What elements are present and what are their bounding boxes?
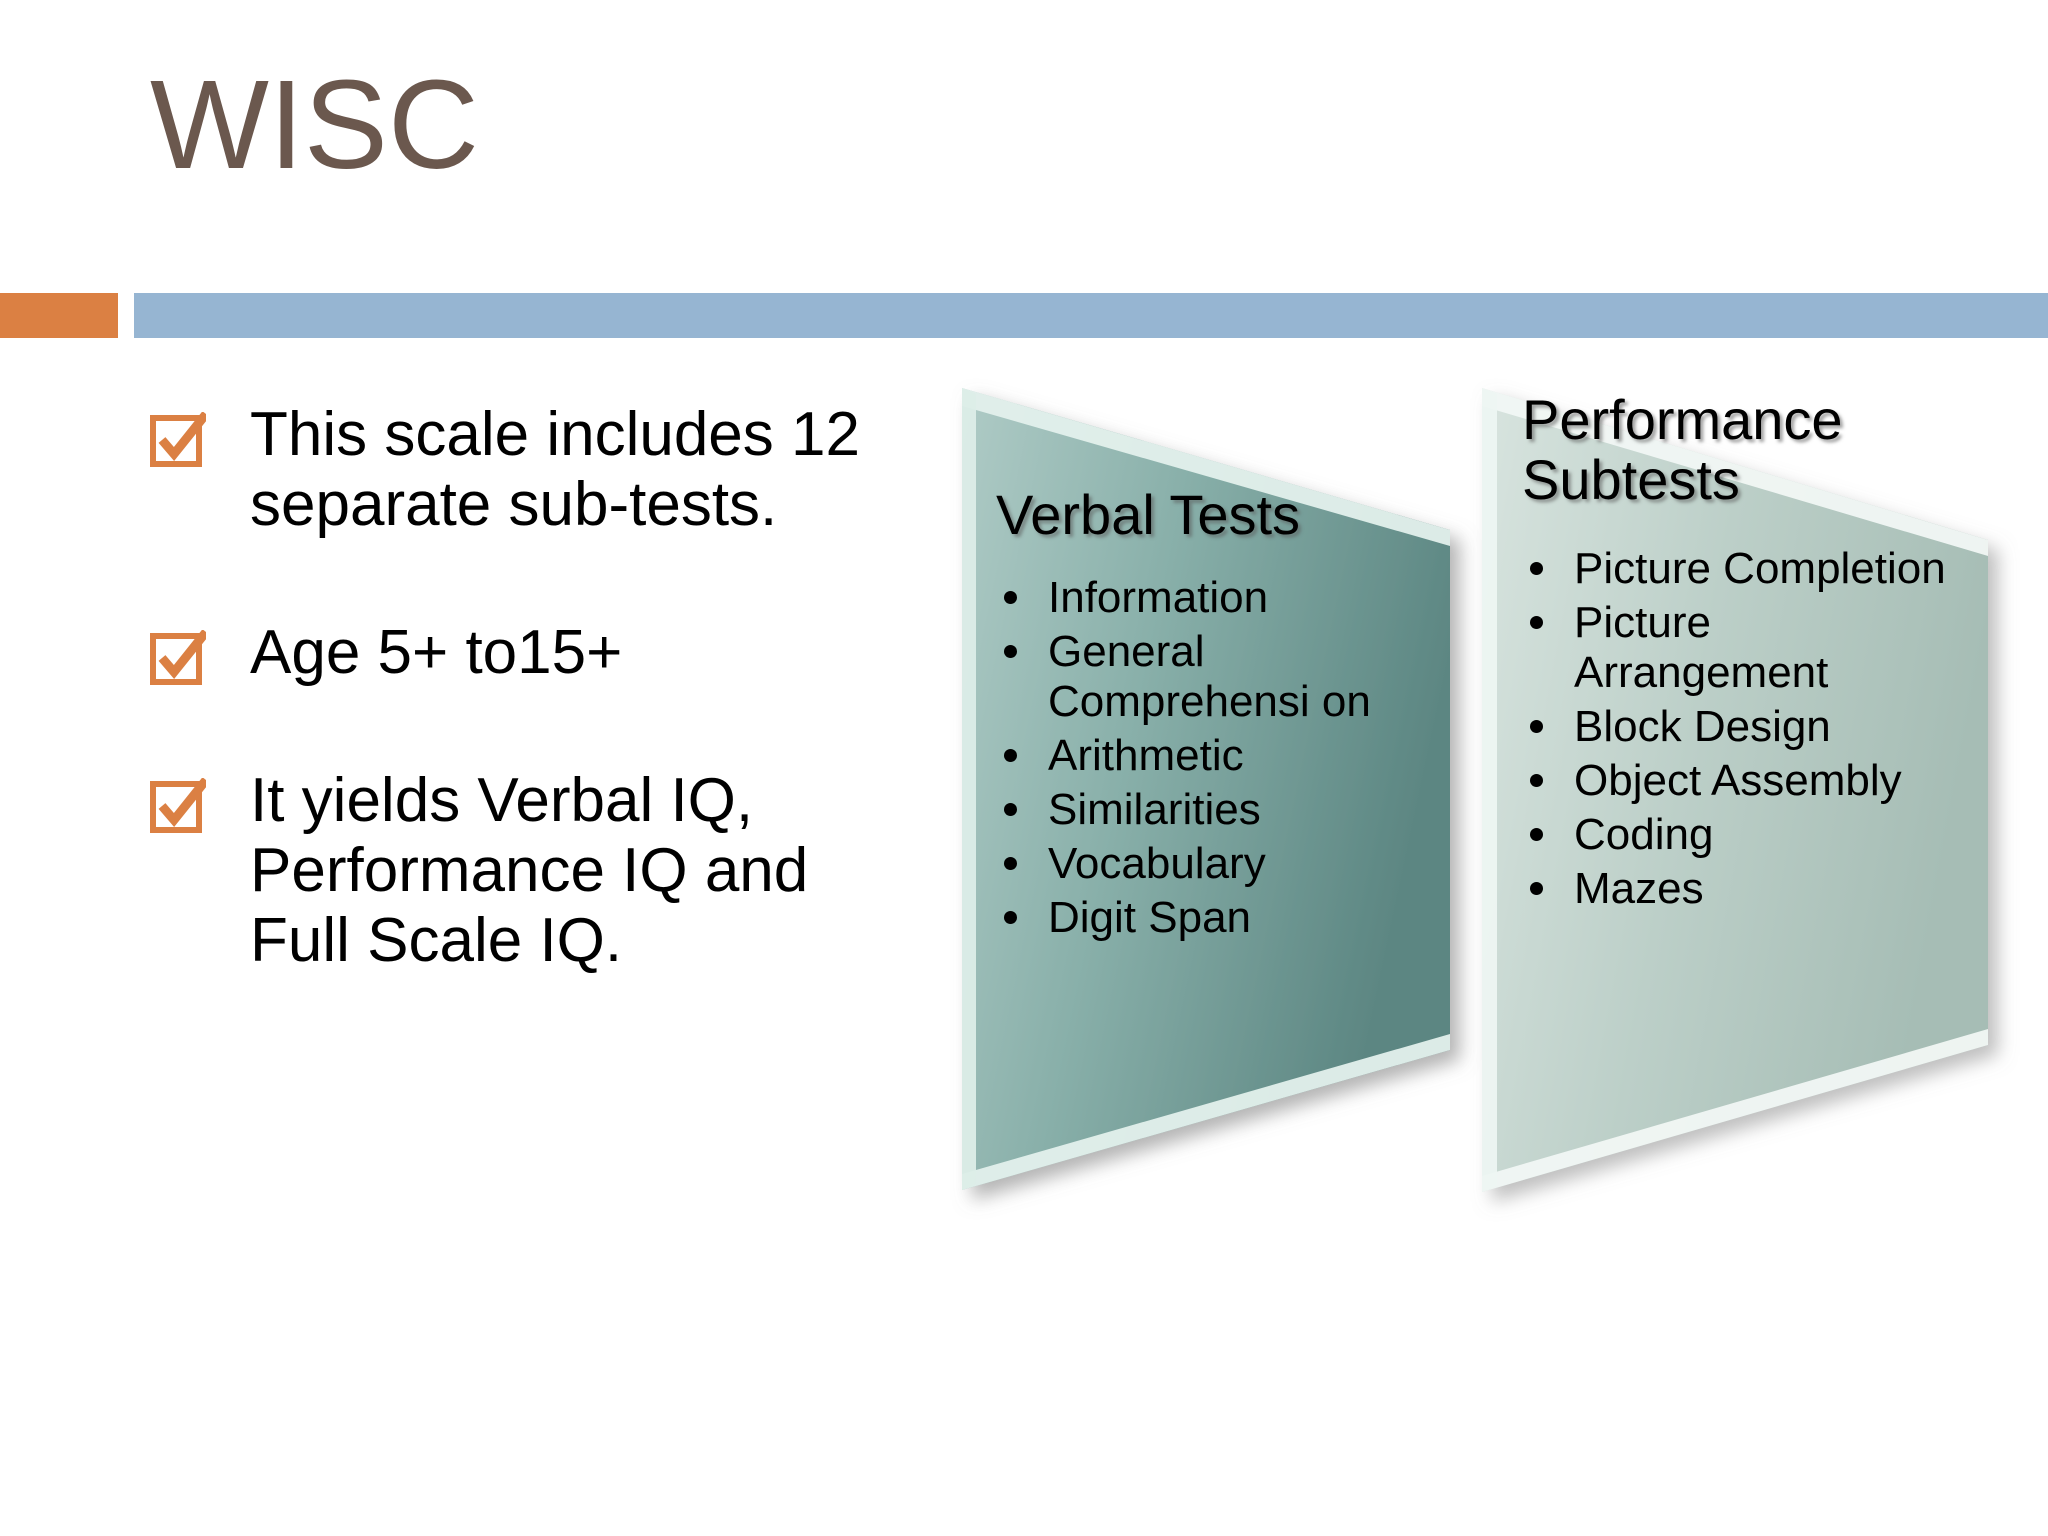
bullet-dot-icon: [1530, 774, 1543, 787]
checked-checkbox-icon: [150, 412, 206, 468]
panel-verbal-tests: Verbal Tests Information General Compreh…: [950, 380, 1460, 1210]
bullet-dot-icon: [1530, 562, 1543, 575]
performance-panel-content: Performance Subtests Picture Completion …: [1522, 390, 1962, 918]
bullet-dot-icon: [1530, 720, 1543, 733]
list-item: Digit Span: [996, 893, 1416, 943]
list-item-label: Mazes: [1574, 864, 1704, 913]
list-item: Mazes: [1522, 864, 1962, 914]
list-item: This scale includes 12 separate sub-test…: [150, 400, 910, 540]
list-item-label: Digit Span: [1048, 893, 1252, 942]
list-item: General Comprehensi on: [996, 627, 1416, 727]
bullet-text: This scale includes 12 separate sub-test…: [250, 400, 860, 539]
panel-performance-subtests: Performance Subtests Picture Completion …: [1470, 380, 2000, 1210]
bullet-dot-icon: [1004, 857, 1017, 870]
list-item: Arithmetic: [996, 731, 1416, 781]
list-item-label: Vocabulary: [1048, 839, 1266, 888]
verbal-panel-shape: [950, 380, 1460, 1210]
performance-panel-heading: Performance Subtests: [1522, 388, 1843, 511]
bullet-dot-icon: [1530, 828, 1543, 841]
verbal-panel-heading: Verbal Tests: [996, 483, 1301, 546]
bullet-dot-icon: [1004, 749, 1017, 762]
orange-accent-block: [0, 293, 118, 338]
bullet-dot-icon: [1004, 645, 1017, 658]
title-block: WISC: [150, 60, 1850, 220]
list-item-label: Arithmetic: [1048, 731, 1244, 780]
list-item-label: General Comprehensi on: [1048, 627, 1371, 726]
list-item: Picture Completion: [1522, 544, 1962, 594]
bullet-list: This scale includes 12 separate sub-test…: [150, 400, 910, 976]
bullet-dot-icon: [1004, 911, 1017, 924]
divider: [0, 293, 2048, 338]
bullet-text: It yields Verbal IQ, Performance IQ and …: [250, 766, 809, 975]
list-item: Vocabulary: [996, 839, 1416, 889]
bullet-dot-icon: [1530, 616, 1543, 629]
list-item-label: Information: [1048, 573, 1269, 622]
list-item: Block Design: [1522, 702, 1962, 752]
verbal-subtest-list: Information General Comprehensi on Arith…: [996, 573, 1416, 943]
checked-checkbox-icon: [150, 778, 206, 834]
list-item: Picture Arrangement: [1522, 598, 1962, 698]
list-item: Object Assembly: [1522, 756, 1962, 806]
bullet-dot-icon: [1004, 591, 1017, 604]
list-item: Age 5+ to15+: [150, 618, 910, 688]
list-item: It yields Verbal IQ, Performance IQ and …: [150, 766, 910, 976]
list-item: Coding: [1522, 810, 1962, 860]
page-title: WISC: [150, 54, 479, 195]
list-item: Information: [996, 573, 1416, 623]
list-item-label: Picture Completion: [1574, 544, 1946, 593]
list-item-label: Picture Arrangement: [1574, 598, 1829, 697]
performance-subtest-list: Picture Completion Picture Arrangement B…: [1522, 544, 1962, 914]
list-item-label: Block Design: [1574, 702, 1831, 751]
list-item-label: Similarities: [1048, 785, 1261, 834]
bullet-dot-icon: [1004, 803, 1017, 816]
blue-divider-bar: [134, 293, 2048, 338]
subtest-panels-graphic: Verbal Tests Information General Compreh…: [950, 380, 2030, 1210]
checked-checkbox-icon: [150, 630, 206, 686]
bullet-dot-icon: [1530, 882, 1543, 895]
verbal-panel-content: Verbal Tests Information General Compreh…: [996, 485, 1416, 947]
list-item-label: Object Assembly: [1574, 756, 1902, 805]
performance-panel-shape: [1470, 380, 2000, 1210]
bullet-text: Age 5+ to15+: [250, 618, 623, 687]
list-item: Similarities: [996, 785, 1416, 835]
list-item-label: Coding: [1574, 810, 1714, 859]
